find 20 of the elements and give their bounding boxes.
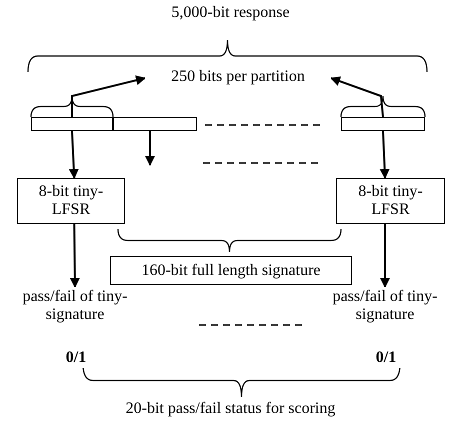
partition-bar bbox=[31, 117, 113, 131]
arrow bbox=[380, 130, 390, 179]
partition-bar bbox=[341, 117, 425, 131]
node-text: 250 bits per partition bbox=[171, 68, 305, 86]
process-box: 8-bit tiny-LFSR bbox=[17, 178, 125, 224]
process-box: 160-bit full length signature bbox=[110, 256, 352, 285]
arrow bbox=[145, 131, 155, 166]
process-box: 8-bit tiny-LFSR bbox=[336, 178, 445, 224]
arrow bbox=[70, 224, 80, 288]
node-text: 0/1 bbox=[66, 349, 86, 367]
arrow bbox=[330, 76, 384, 118]
brace-label: 5,000-bit response bbox=[171, 4, 290, 21]
arrow bbox=[380, 224, 390, 288]
arrow bbox=[71, 75, 146, 117]
brace-label: 20-bit pass/fail status for scoring bbox=[126, 400, 336, 417]
partition-bar bbox=[113, 117, 197, 131]
arrow bbox=[68, 130, 79, 179]
node-text: pass/fail of tiny-signature bbox=[22, 288, 128, 324]
node-text: pass/fail of tiny-signature bbox=[332, 288, 438, 324]
node-text: 0/1 bbox=[376, 349, 396, 367]
